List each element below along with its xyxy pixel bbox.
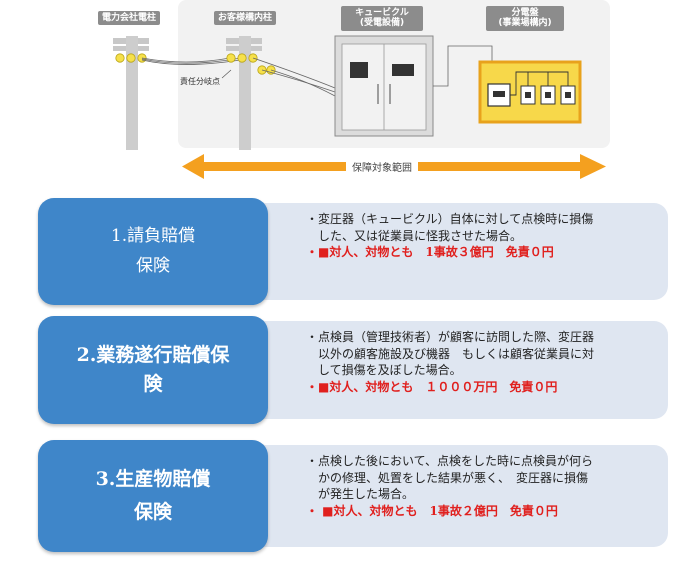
insurance-title: 1.請負賠償 保険 (111, 222, 195, 282)
cubicle-label-line2: (受電設備) (359, 18, 405, 29)
customer-pole-label: お客様構内柱 (214, 11, 277, 26)
cubicle-label-line1: キュービクル (355, 8, 409, 18)
insurance-row-3: 3.生産物賠償 保険 ・点検した後において、点検をした時に点検員が何ら かの修理… (38, 440, 668, 552)
panel-wire (433, 45, 493, 87)
utility-pole-icon (113, 36, 149, 150)
insurance-title-line: 保険 (135, 255, 170, 276)
insurance-description-box: ・点検した後において、点検をした時に点検員が何ら かの修理、処置をした結果が悪く… (250, 445, 668, 547)
description-line: が発生した場合。 (306, 487, 415, 502)
insurance-title-line: 保険 (133, 501, 172, 523)
insurance-row-1: 1.請負賠償 保険 ・変圧器（キュービクル）自体に対して点検時に損傷 した、又は… (38, 198, 668, 305)
description-line: ・点検員（管理技術者）が顧客に訪問した際、変圧器 (306, 330, 595, 344)
description-line: かの修理、処置をした結果が悪く、 変圧器に損傷 (306, 470, 589, 485)
insurance-row-2: 2.業務遂行賠償保 険 ・点検員（管理技術者）が顧客に訪問した際、変圧器 以外の… (38, 316, 668, 424)
description-line: ・点検した後において、点検をした時に点検員が何ら (306, 454, 594, 468)
insurance-description-box: ・点検員（管理技術者）が顧客に訪問した際、変圧器 以外の顧客施設及び機器 もしく… (250, 321, 668, 419)
boundary-point-label: 責任分岐点 (180, 77, 220, 86)
coverage-amount: ・ ■対人、対物とも 1事故２億円 免責０円 (306, 503, 558, 518)
description-line: ・変圧器（キュービクル）自体に対して点検時に損傷 (306, 212, 594, 226)
description-line: 以外の顧客施設及び機器 もしくは顧客従業員に対 (306, 346, 595, 361)
power-distribution-diagram: 電力会社電柱 お客様構内柱 キュービクル (受電設備) 分電盤 (事業場構内) … (0, 0, 700, 190)
cubicle-icon (334, 35, 434, 137)
description-line: した、又は従業員に怪我させた場合。 (306, 228, 523, 243)
insurance-description-box: ・変圧器（キュービクル）自体に対して点検時に損傷 した、又は従業員に怪我させた場… (250, 203, 668, 300)
insurance-title-line: 険 (143, 373, 163, 395)
panel-label: 分電盤 (事業場構内) (486, 6, 564, 31)
distribution-panel-icon (478, 60, 582, 124)
utility-pole-label: 電力会社電柱 (98, 11, 161, 26)
cubicle-wires (252, 57, 336, 97)
insurance-title-line: 1.請負賠償 (110, 225, 196, 246)
boundary-pointer (221, 69, 232, 79)
insurance-title-line: 2.業務遂行賠償保 (76, 343, 230, 366)
insurance-title-pill: 2.業務遂行賠償保 険 (38, 316, 268, 424)
insurance-title: 3.生産物賠償 保険 (96, 463, 211, 530)
coverage-amount: ・■対人、対物とも １０００万円 免責０円 (306, 379, 558, 394)
insurance-title: 2.業務遂行賠償保 険 (77, 341, 230, 400)
coverage-amount: ・■対人、対物とも 1事故３億円 免責０円 (306, 245, 554, 260)
cubicle-label: キュービクル (受電設備) (341, 6, 423, 31)
panel-label-line2: (事業場構内) (498, 18, 552, 29)
insurance-title-pill: 1.請負賠償 保険 (38, 198, 268, 305)
panel-label-line1: 分電盤 (511, 8, 539, 18)
coverage-range-label: 保障対象範囲 (346, 159, 418, 174)
insurance-title-line: 3.生産物賠償 (95, 467, 211, 490)
description-line: して損傷を及ぼした場合。 (306, 363, 462, 378)
diagram-graphics (113, 0, 610, 179)
insurance-title-pill: 3.生産物賠償 保険 (38, 440, 268, 552)
